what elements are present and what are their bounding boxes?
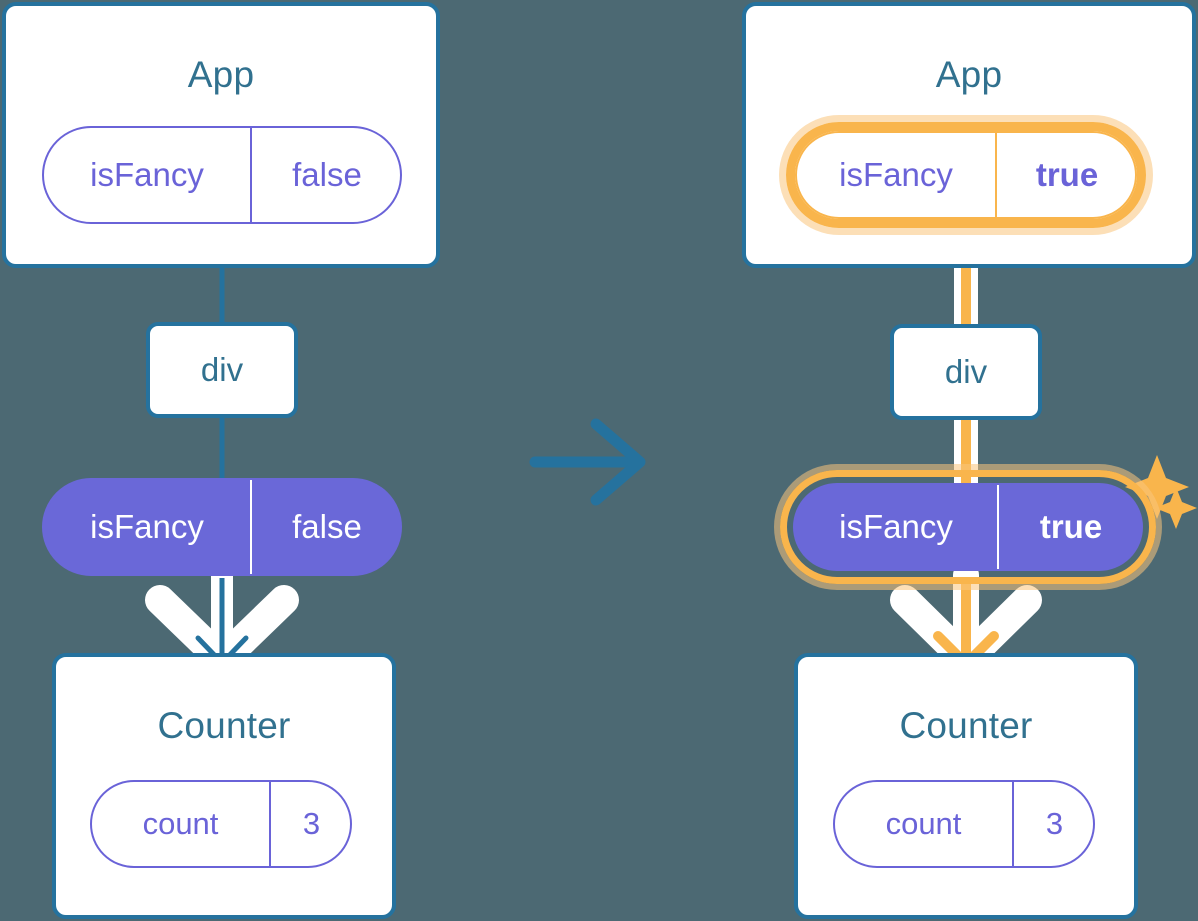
state-pill-name-before: isFancy: [90, 156, 204, 193]
div-element-box-after: div: [890, 324, 1042, 420]
state-pill-count-after[interactable]: count 3: [833, 780, 1095, 868]
state-pill-count-value-before: 3: [269, 782, 350, 866]
prop-pill-value-before: false: [250, 480, 400, 574]
state-pill-count-value-after: 3: [1012, 782, 1093, 866]
app-title-before: App: [187, 54, 255, 95]
state-pill-count-name-before: count: [142, 806, 219, 841]
prop-pill-value-after: true: [997, 485, 1141, 569]
state-pill-count-before[interactable]: count 3: [90, 780, 352, 868]
state-pill-value-before: false: [250, 128, 400, 222]
prop-pill-name-after: isFancy: [839, 508, 953, 545]
state-pill-count-name-after: count: [885, 806, 962, 841]
state-pill-isfancy-before[interactable]: isFancy false: [42, 126, 402, 224]
arrow-right-icon: [529, 418, 646, 506]
state-pill-value-after: true: [995, 133, 1135, 217]
sparkle-large-icon-2: [1125, 455, 1189, 519]
div-label-before: div: [200, 351, 244, 388]
state-pill-isfancy-after[interactable]: isFancy true: [795, 131, 1137, 219]
prop-pill-isfancy-before[interactable]: isFancy false: [42, 478, 402, 576]
div-element-box-before: div: [146, 322, 298, 418]
state-pill-name-after: isFancy: [839, 156, 953, 193]
div-label-after: div: [944, 353, 988, 390]
counter-title-before: Counter: [157, 705, 291, 746]
sparkle-small-icon-2: [1155, 487, 1197, 529]
prop-pill-isfancy-after[interactable]: isFancy true: [793, 483, 1143, 571]
prop-pill-name-before: isFancy: [90, 508, 204, 545]
counter-title-after: Counter: [899, 705, 1033, 746]
app-title-after: App: [935, 54, 1003, 95]
